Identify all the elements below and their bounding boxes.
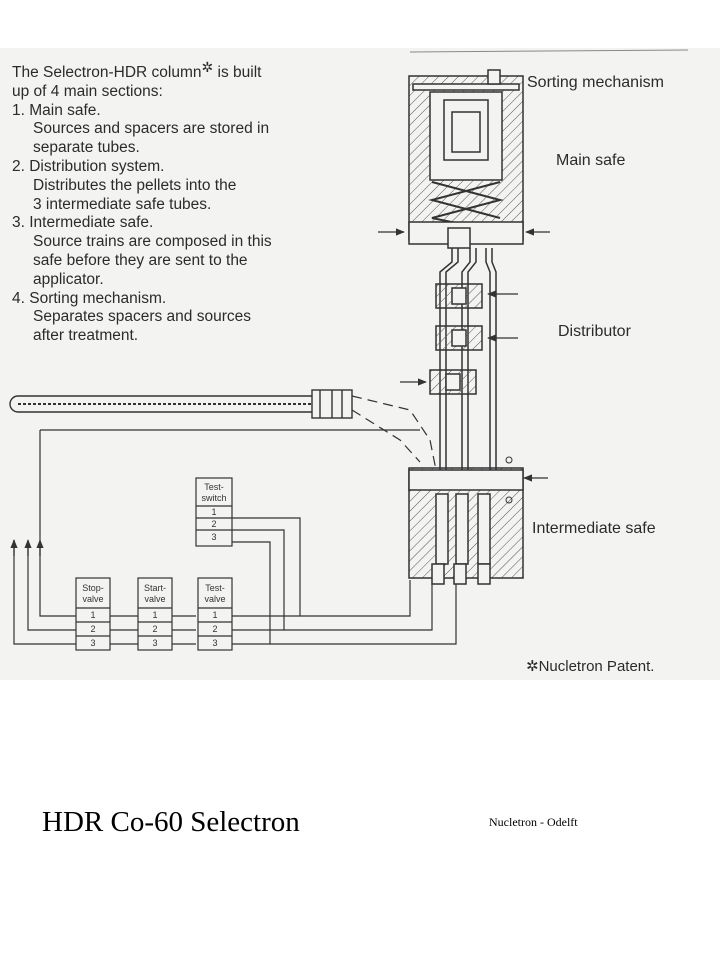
test-switch-title: Test- [204, 482, 224, 492]
stop-valve-title: valve [82, 594, 103, 604]
start-valve-title: valve [144, 594, 165, 604]
control-wires [13, 429, 457, 645]
section-2-heading: 2. Distribution system. [12, 157, 165, 175]
test-switch-row: 2 [211, 519, 216, 529]
test-switch-title: switch [201, 493, 226, 503]
test-switch-box [195, 477, 233, 547]
applicator [9, 389, 353, 419]
label-main-safe: Main safe [556, 152, 626, 169]
pointer-arrows [378, 228, 550, 482]
start-valve-box [137, 577, 173, 651]
test-switch-row: 3 [211, 532, 216, 542]
section-3-text: Source trains are composed in this [33, 233, 272, 251]
slide-credit: Nucletron - Odelft [489, 815, 578, 829]
distributor-blocks [429, 283, 483, 395]
label-intermediate-safe: Intermediate safe [532, 520, 656, 537]
stop-valve-row: 2 [90, 624, 95, 634]
label-distributor: Distributor [558, 323, 631, 340]
main-safe-block [408, 69, 524, 249]
scanned-figure [0, 48, 720, 680]
section-3-text: applicator. [33, 270, 104, 288]
section-4-text: after treatment. [33, 327, 139, 345]
section-3-text: safe before they are sent to the [33, 251, 248, 269]
section-3-heading: 3. Intermediate safe. [12, 214, 154, 232]
intermediate-safe-block [408, 467, 524, 585]
section-1-text: separate tubes. [33, 139, 140, 157]
section-4-heading: 4. Sorting mechanism. [12, 289, 167, 307]
label-patent: ✲Nucletron Patent. [526, 658, 655, 675]
patent-mark: ✲ [201, 59, 214, 75]
section-4-text: Separates spacers and sources [33, 308, 251, 326]
label-sorting-mechanism: Sorting mechanism [527, 74, 664, 91]
intro-line-2: up of 4 main sections: [12, 82, 163, 100]
section-1-text: Sources and spacers are stored in [33, 120, 270, 138]
intro-text-end: is built [213, 64, 262, 81]
test-valve-title: Test- [205, 583, 225, 593]
stop-valve-row: 1 [90, 610, 95, 620]
start-valve-row: 2 [152, 624, 157, 634]
start-valve-row: 3 [152, 638, 157, 648]
test-valve-box [197, 577, 233, 651]
sections-description: The Selectron-HDR column✲ is built up of… [12, 59, 352, 346]
start-valve-title: Start- [144, 583, 166, 593]
intro-line-1: The Selectron-HDR column✲ is built [12, 59, 352, 83]
page-rule [409, 49, 689, 53]
test-valve-row: 1 [212, 610, 217, 620]
intro-text: The Selectron-HDR column [12, 64, 202, 81]
stop-valve-title: Stop- [82, 583, 104, 593]
start-valve-row: 1 [152, 610, 157, 620]
stop-valve-box [75, 577, 111, 651]
slide-title: HDR Co-60 Selectron [42, 806, 300, 838]
section-2-text: Distributes the pellets into the [33, 176, 237, 194]
section-1-heading: 1. Main safe. [12, 101, 101, 119]
indicator-symbols [505, 456, 513, 504]
output-arrows [10, 539, 44, 556]
test-valve-title: valve [204, 594, 225, 604]
test-switch-row: 1 [211, 507, 216, 517]
distribution-tubes [439, 248, 497, 470]
transfer-tube-dashes [351, 395, 437, 471]
test-valve-row: 3 [212, 638, 217, 648]
stop-valve-row: 3 [90, 638, 95, 648]
test-valve-row: 2 [212, 624, 217, 634]
section-2-text: 3 intermediate safe tubes. [33, 195, 212, 213]
